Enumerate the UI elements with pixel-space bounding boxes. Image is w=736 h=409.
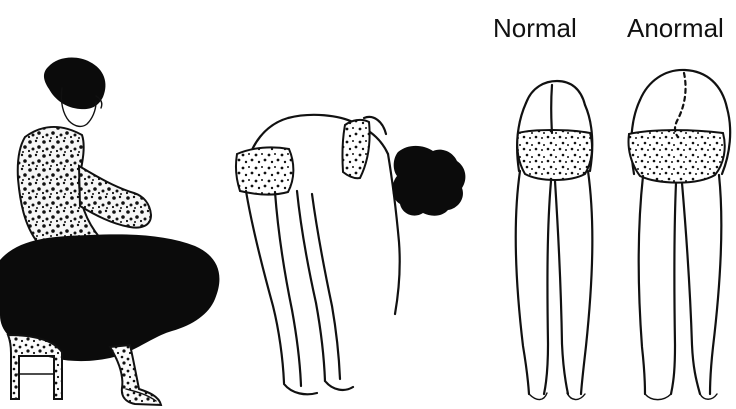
normal-back-figure-illustration [498, 63, 608, 406]
normal-label: Normal [493, 12, 577, 44]
anormal-back-figure-illustration [616, 63, 734, 406]
anormal-label: Anormal [627, 12, 724, 44]
forward-bend-figure-illustration [228, 100, 470, 406]
seated-figure-illustration [0, 55, 232, 409]
